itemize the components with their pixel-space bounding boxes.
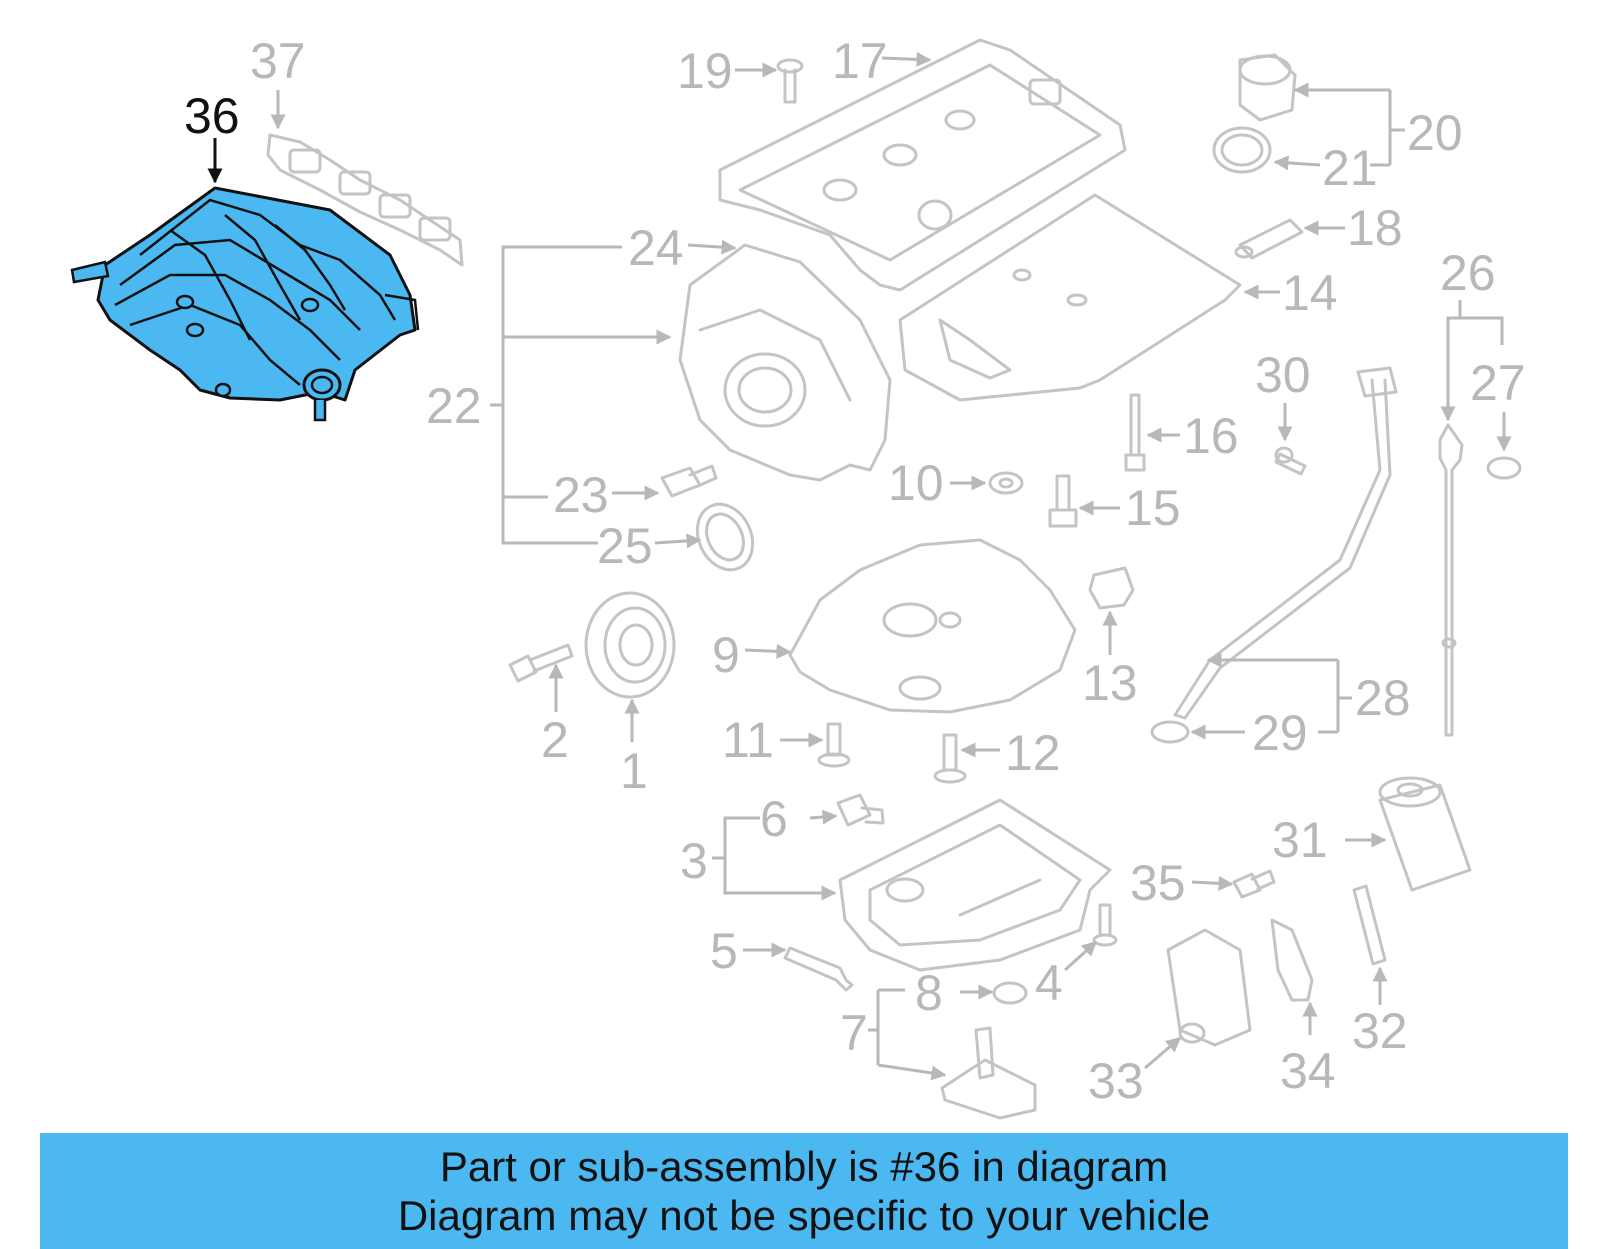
callout-23[interactable]: 23 <box>553 467 609 523</box>
leader-lines <box>207 51 1512 1081</box>
oil-cap-20-graphic[interactable] <box>1238 53 1297 122</box>
dipstick-26-graphic[interactable] <box>1438 423 1464 737</box>
sensor-5-graphic[interactable] <box>783 946 854 992</box>
banner-line-part: Part or sub-assembly is #36 in diagram <box>439 1143 1169 1190</box>
callout-10[interactable]: 10 <box>888 455 944 511</box>
bolt-11-graphic[interactable] <box>817 722 851 768</box>
info-banner: Part or sub-assembly is #36 in diagram D… <box>40 1133 1568 1249</box>
o-ring-27-graphic[interactable] <box>1486 456 1522 480</box>
callout-14[interactable]: 14 <box>1282 265 1338 321</box>
callout-4[interactable]: 4 <box>1035 955 1063 1011</box>
callout-29[interactable]: 29 <box>1252 705 1308 761</box>
oil-pan-3-graphic[interactable] <box>838 798 1112 972</box>
cooler-33-graphic[interactable] <box>1166 928 1252 1047</box>
clip-13-graphic[interactable] <box>1088 566 1135 610</box>
banner-line-disclaimer: Diagram may not be specific to your vehi… <box>397 1192 1211 1239</box>
callout-2[interactable]: 2 <box>541 712 569 768</box>
callout-31[interactable]: 31 <box>1272 812 1328 868</box>
gasket-37-graphic[interactable] <box>266 133 464 267</box>
bolt-4-graphic[interactable] <box>1092 903 1118 947</box>
callout-30[interactable]: 30 <box>1255 347 1311 403</box>
callout-35[interactable]: 35 <box>1130 855 1186 911</box>
callout-20[interactable]: 20 <box>1407 105 1463 161</box>
leader-9 <box>744 643 792 659</box>
callout-12[interactable]: 12 <box>1005 725 1061 781</box>
bracket-22 <box>501 245 622 545</box>
dipstick-tube-28-graphic[interactable] <box>1173 366 1398 720</box>
o-ring-29-graphic[interactable] <box>1150 720 1190 744</box>
bolt-15-graphic[interactable] <box>1048 474 1078 528</box>
bolt-30-graphic[interactable] <box>1274 446 1307 476</box>
callout-15[interactable]: 15 <box>1125 480 1181 536</box>
housing-9-graphic[interactable] <box>788 538 1077 714</box>
o-ring-8-graphic[interactable] <box>992 981 1028 1005</box>
leader-26 <box>1440 300 1462 422</box>
oil-filter-31-graphic[interactable] <box>1378 776 1472 892</box>
leader-33 <box>1144 1036 1182 1070</box>
bolt-23-graphic[interactable] <box>660 464 718 498</box>
callout-17[interactable]: 17 <box>832 33 888 89</box>
leader-35 <box>1191 875 1234 891</box>
leader-4 <box>1063 940 1098 972</box>
callout-13[interactable]: 13 <box>1082 655 1138 711</box>
leader-25 <box>654 533 702 549</box>
callout-3[interactable]: 3 <box>680 833 708 889</box>
seal-21-graphic[interactable] <box>1212 126 1272 174</box>
bracket-3 <box>723 816 837 901</box>
callout-5[interactable]: 5 <box>710 923 738 979</box>
callout-33[interactable]: 33 <box>1088 1053 1144 1109</box>
leader-24 <box>687 239 737 255</box>
valve-cover-17-graphic[interactable] <box>718 38 1127 292</box>
callout-36[interactable]: 36 <box>184 88 240 144</box>
bracket-27 <box>1460 316 1504 345</box>
callout-1[interactable]: 1 <box>620 743 648 799</box>
washer-10-graphic[interactable] <box>988 471 1024 495</box>
sensor-18-graphic[interactable] <box>1234 218 1304 260</box>
callout-11[interactable]: 11 <box>722 712 774 768</box>
sensor-7-graphic[interactable] <box>940 1026 1037 1120</box>
bolt-12-graphic[interactable] <box>933 733 967 784</box>
callout-32[interactable]: 32 <box>1352 1003 1408 1059</box>
cover-14-graphic[interactable] <box>898 193 1242 402</box>
callout-19[interactable]: 19 <box>677 43 733 99</box>
callout-18[interactable]: 18 <box>1347 200 1403 256</box>
bolt-2-graphic[interactable] <box>508 643 574 683</box>
callout-16[interactable]: 16 <box>1183 408 1239 464</box>
callout-7[interactable]: 7 <box>840 1005 868 1061</box>
callout-labels: 36 37 19 17 20 21 18 24 14 26 27 30 22 1… <box>184 33 1526 1109</box>
seal-25-graphic[interactable] <box>687 495 763 579</box>
sensor-32-graphic[interactable] <box>1352 884 1387 966</box>
callout-8[interactable]: 8 <box>915 965 943 1021</box>
leader-21 <box>1273 155 1321 171</box>
callout-9[interactable]: 9 <box>712 627 740 683</box>
callout-25[interactable]: 25 <box>597 518 653 574</box>
callout-21[interactable]: 21 <box>1322 140 1378 196</box>
leader-17 <box>881 51 932 67</box>
callout-24[interactable]: 24 <box>628 220 684 276</box>
bolt-16-graphic[interactable] <box>1124 393 1146 472</box>
bolt-35-graphic[interactable] <box>1232 869 1276 899</box>
callout-28[interactable]: 28 <box>1355 670 1411 726</box>
pulley-1-graphic[interactable] <box>584 591 676 699</box>
gasket-34-graphic[interactable] <box>1270 918 1314 1002</box>
callout-34[interactable]: 34 <box>1280 1043 1336 1099</box>
timing-cover-24-graphic[interactable] <box>678 243 892 482</box>
callout-26[interactable]: 26 <box>1440 245 1496 301</box>
leader-6 <box>809 809 838 825</box>
callout-27[interactable]: 27 <box>1470 355 1526 411</box>
sensor-6-graphic[interactable] <box>836 793 885 827</box>
leader-7 <box>877 1063 947 1081</box>
callout-22[interactable]: 22 <box>426 378 482 434</box>
callout-37[interactable]: 37 <box>250 33 306 89</box>
bolt-19-graphic[interactable] <box>776 58 804 104</box>
callout-6[interactable]: 6 <box>760 791 788 847</box>
intake-manifold-36-graphic[interactable] <box>70 186 420 422</box>
